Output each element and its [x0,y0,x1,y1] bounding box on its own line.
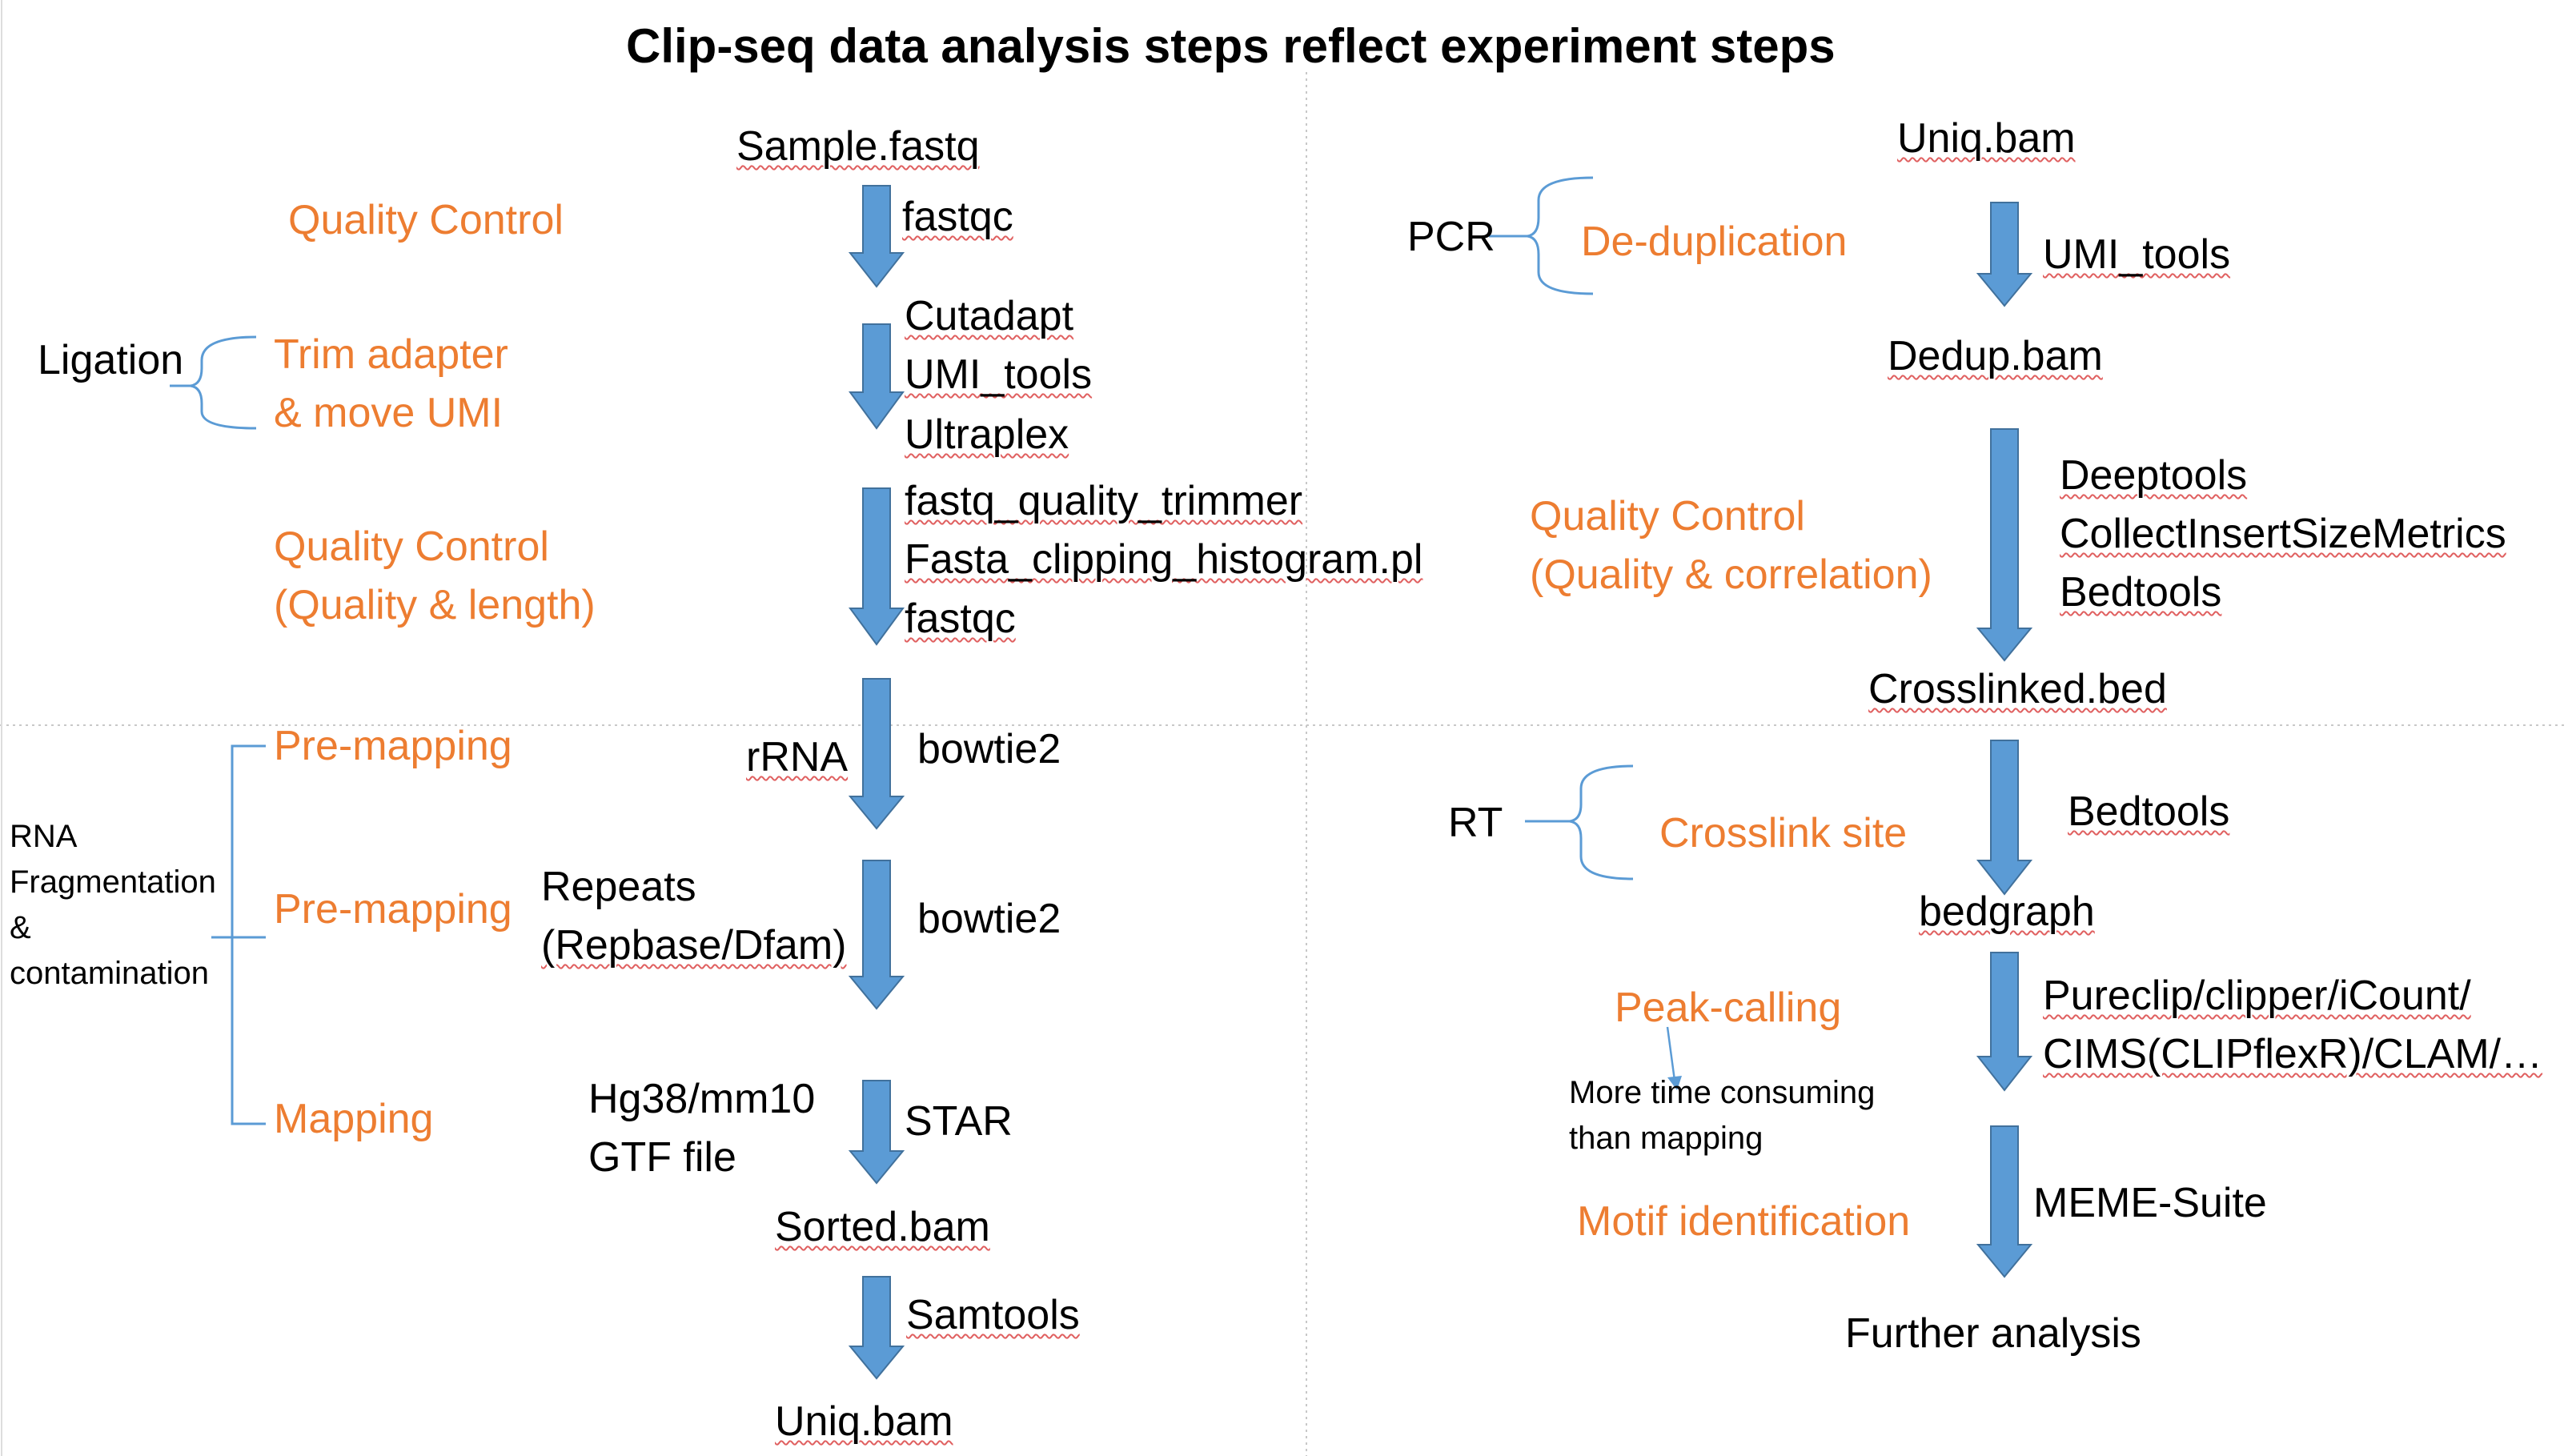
input-repeats: Repeats [541,864,696,910]
tool-fastqc: fastqc [902,194,1013,240]
arrow-rrna [848,678,905,830]
tool-bowtie2-rrna: bowtie2 [917,726,1061,772]
tool-samtools: Samtools [906,1292,1080,1338]
arrow-qc2 [849,487,905,646]
experiment-pcr: PCR [1407,214,1495,260]
tool-cutadapt: Cutadapt [905,293,1074,339]
step-peak-calling: Peak-calling [1615,985,1842,1031]
step-trim-adapter: Trim adapter [274,331,508,378]
arrow-peak [1976,952,2033,1092]
step-move-umi: & move UMI [274,390,504,436]
input-repbase-dfam: (Repbase/Dfam) [541,922,847,969]
tool-meme-suite: MEME-Suite [2033,1180,2267,1226]
rna-fragmentation-bracket [211,744,266,1125]
experiment-ligation: Ligation [38,337,184,383]
note-time-consuming: More time consuming [1569,1075,1876,1110]
arrow-qc-right [1976,428,2033,662]
step-quality-control-right: Quality Control [1530,493,1805,539]
arrow-motif [1976,1125,2033,1278]
step-quality-length-detail: (Quality & length) [274,582,596,628]
uniq-bam-file-right: Uniq.bam [1897,115,2076,162]
dedup-bam-file: Dedup.bam [1888,333,2103,379]
note-than-mapping: than mapping [1569,1121,1763,1156]
tool-fasta-clipping-histogram: Fasta_clipping_histogram.pl [905,536,1423,583]
arrow-samtools [848,1276,905,1380]
arrow-repeats [848,860,905,1010]
bedgraph-file: bedgraph [1919,888,2095,935]
step-pre-mapping-rrna: Pre-mapping [274,723,512,769]
sorted-bam-file: Sorted.bam [775,1204,990,1250]
rt-brace [1569,764,1634,880]
tool-umi-tools-dedup: UMI_tools [2043,231,2231,278]
experiment-rt: RT [1448,800,1503,846]
arrow-dedup [1976,202,2033,307]
tool-bedtools-crosslink: Bedtools [2068,788,2230,835]
arrow-qc [848,185,905,288]
experiment-fragmentation-label: Fragmentation [10,864,216,900]
tool-umi-tools: UMI_tools [905,351,1093,398]
step-motif-identification: Motif identification [1577,1198,1911,1245]
ligation-brace [190,335,257,430]
tool-deeptools: Deeptools [2060,452,2248,499]
arrow-crosslink [1976,740,2033,896]
step-crosslink-site: Crosslink site [1659,810,1908,856]
tool-peak-callers-line1: Pureclip/clipper/iCount/ [2043,973,2471,1019]
step-quality-correlation: (Quality & correlation) [1530,552,1932,598]
step-de-duplication: De-duplication [1581,219,1848,265]
experiment-contamination-label: contamination [10,956,210,991]
step-quality-control-length: Quality Control [274,523,549,570]
tool-peak-callers-line2: CIMS(CLIPflexR)/CLAM/… [2043,1031,2543,1077]
step-mapping: Mapping [274,1096,434,1142]
note-pointer-line [1666,1026,1676,1081]
input-gtf-file: GTF file [588,1134,736,1181]
step-quality-control: Quality Control [288,197,564,243]
note-pointer-head [1667,1076,1682,1090]
tool-fastqc-second: fastqc [905,596,1016,642]
arrow-trim [849,323,905,430]
input-genome: Hg38/mm10 [588,1076,816,1122]
sample-fastq-file: Sample.fastq [736,123,980,170]
tool-ultraplex: Ultraplex [905,411,1069,458]
further-analysis-label: Further analysis [1845,1310,2141,1357]
tool-bedtools-qc: Bedtools [2060,569,2222,616]
step-pre-mapping-repeats: Pre-mapping [274,886,512,933]
tool-collect-insert-size-metrics: CollectInsertSizeMetrics [2060,511,2506,557]
crosslinked-bed-file: Crosslinked.bed [1868,666,2167,712]
arrow-mapping [848,1080,905,1185]
input-rrna: rRNA [746,734,849,780]
tool-bowtie2-repeats: bowtie2 [917,896,1061,942]
tool-fastq-quality-trimmer: fastq_quality_trimmer [905,478,1303,524]
experiment-ampersand-label: & [10,910,31,945]
tool-star: STAR [905,1098,1013,1145]
diagram-title: Clip-seq data analysis steps reflect exp… [626,19,1836,73]
experiment-rna-label: RNA [10,819,78,854]
uniq-bam-file-left: Uniq.bam [775,1398,953,1445]
